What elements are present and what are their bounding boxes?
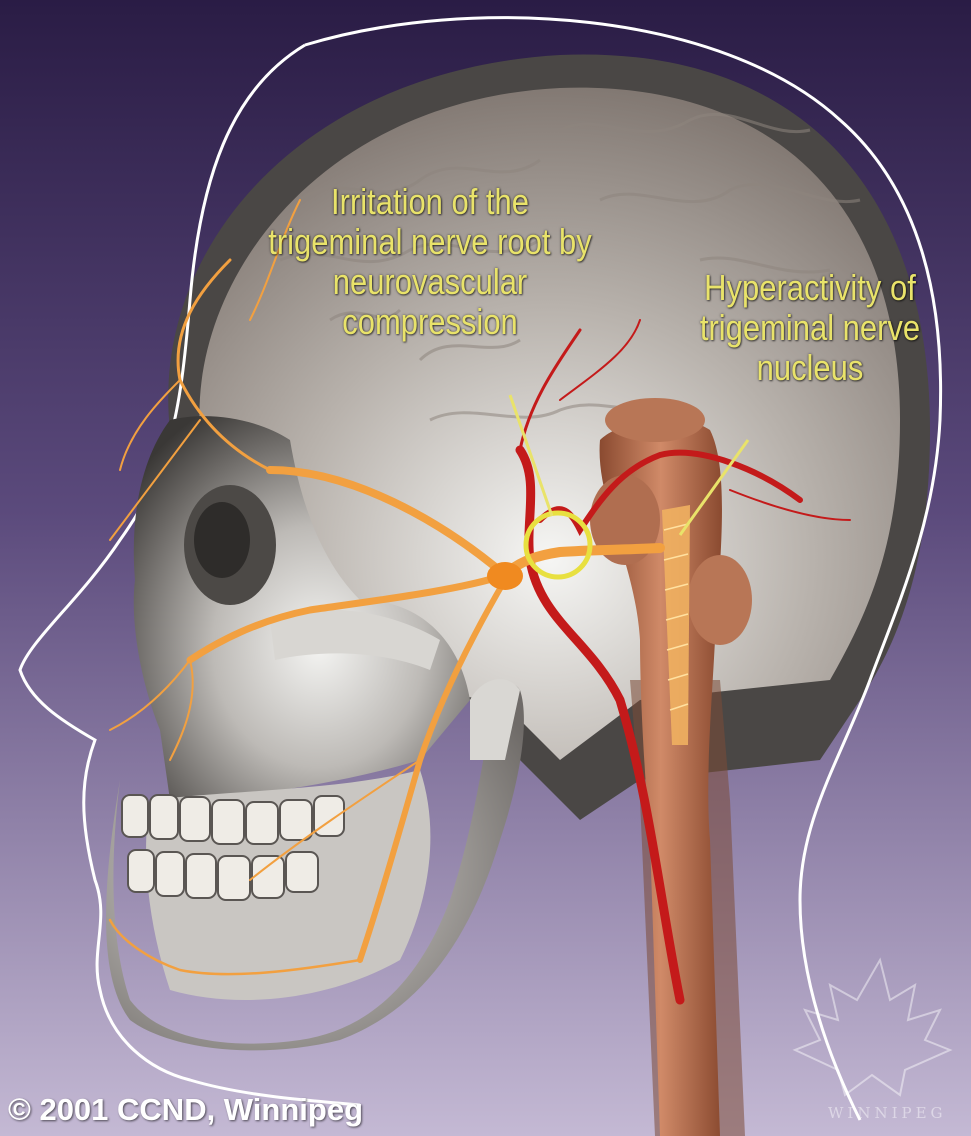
nerve-root-annotation-line3: neurovascular [224,262,637,302]
nerve-root-annotation-line2: trigeminal nerve root by [224,222,637,262]
nucleus-annotation-line3: nucleus [655,348,965,388]
midbrain [605,398,705,442]
nucleus-annotation-line1: Hyperactivity of [655,268,965,308]
nerve-root-annotation: Irritation of the trigeminal nerve root … [224,182,637,342]
nucleus-annotation: Hyperactivity of trigeminal nerve nucleu… [655,268,965,388]
nerve-root-annotation-line4: compression [224,302,637,342]
trigeminal-ganglion [487,562,523,590]
cerebellum-bulge [688,555,752,645]
copyright-notice: © 2001 CCND, Winnipeg [8,1092,363,1128]
nucleus-annotation-line2: trigeminal nerve [655,308,965,348]
watermark-text: WINNIPEG [828,1104,947,1122]
nerve-root-annotation-line1: Irritation of the [224,182,637,222]
eye-orbit-inner [194,502,250,578]
